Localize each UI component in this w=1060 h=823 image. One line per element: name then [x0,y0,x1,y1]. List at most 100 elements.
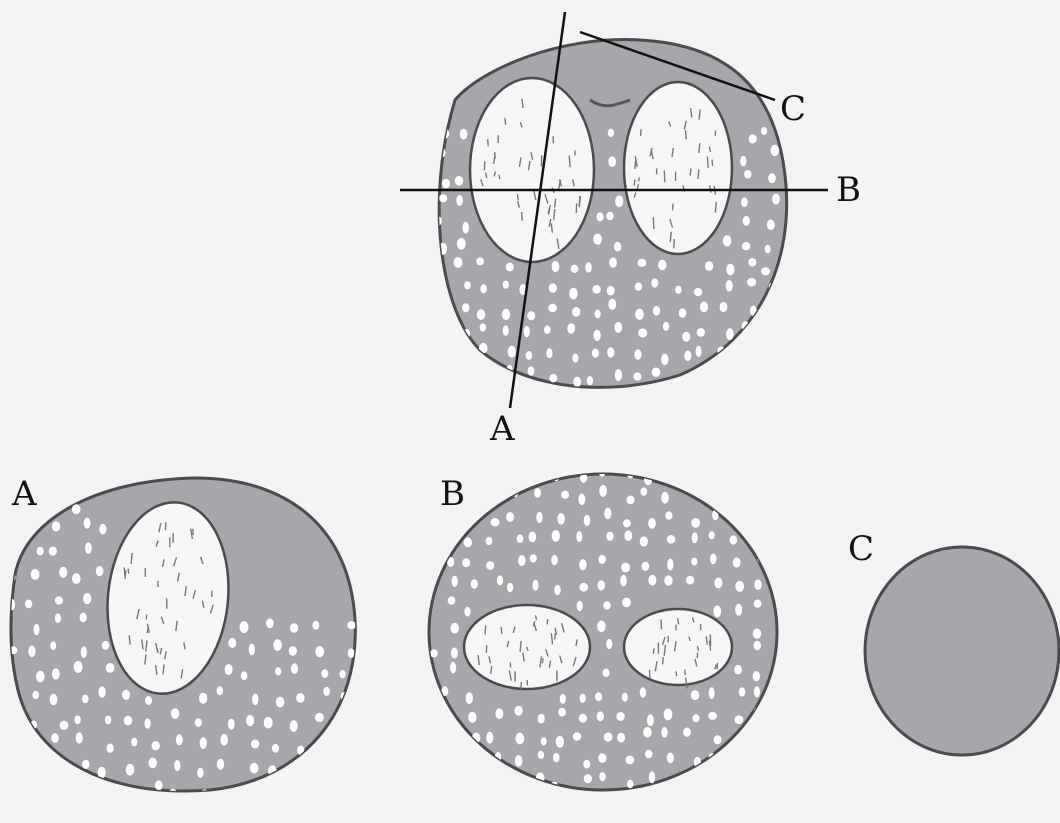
tissue-dot [772,194,780,205]
tissue-dot [771,145,780,156]
tissue-dot [421,622,428,632]
tissue-dot [767,330,775,338]
tissue-dot [220,734,228,746]
tissue-dot [442,179,450,189]
tissue-dot [455,176,464,186]
tissue-dot [8,765,16,774]
tissue-dot [700,365,708,376]
tissue-dot [781,625,790,633]
tissue-dot [273,639,281,651]
section-b-label: B [440,474,465,514]
tissue-dot [527,311,535,320]
tissue-dot [627,780,633,789]
tissue-dot [635,309,644,320]
tissue-dot [577,601,583,611]
tissue-dot [431,279,440,290]
tissue-dot [72,573,81,584]
tissue-dot [477,309,486,320]
tissue-dot [450,623,459,634]
tissue-dot [634,349,641,359]
tissue-dot [572,307,580,317]
tissue-dot [645,750,653,758]
tissue-dot [692,532,698,543]
tissue-dot [502,309,510,320]
tissue-dot [726,264,734,276]
tissue-dot [551,555,558,565]
tissue-dot [419,465,426,475]
tissue-dot [735,581,744,592]
tissue-dot [747,278,756,287]
tissue-dot [571,265,579,273]
lobe-fiber [653,648,654,653]
lobe-fiber [501,627,502,634]
tissue-dot [99,686,106,697]
tissue-dot [691,518,700,528]
tissue-dot [736,735,744,743]
tissue-dot [711,775,718,784]
tissue-dot [2,667,8,675]
tissue-dot [714,735,722,744]
tissue-dot [624,530,632,541]
tissue-dot [225,664,233,675]
tissue-dot [684,351,691,362]
tissue-dot [441,778,449,786]
lobe-fiber [676,671,677,676]
tissue-dot [606,212,613,220]
tissue-dot [249,644,255,656]
tissue-dot [573,732,581,740]
tissue-dot [323,687,330,696]
whole-view: A B C [400,12,861,449]
tissue-dot [753,671,760,681]
tissue-dot [486,537,493,545]
tissue-dot [473,473,481,484]
tissue-dot [622,598,631,608]
tissue-dot [291,663,298,674]
tissue-dot [579,559,587,570]
lobe-fiber [521,682,522,689]
tissue-dot [217,759,224,770]
tissue-dot [740,156,746,167]
tissue-dot [623,519,631,527]
tissue-dot [691,690,700,700]
tissue-dot [599,485,607,497]
tissue-dot [665,511,672,520]
tissue-dot [643,727,652,738]
tissue-dot [663,322,669,331]
tissue-dot [489,468,496,477]
tissue-dot [78,468,87,480]
tissue-dot [288,792,294,802]
tissue-dot [592,285,600,294]
tissue-dot [579,583,588,592]
tissue-dot [59,495,65,505]
lobe-fiber [663,657,664,665]
tissue-dot [149,758,157,769]
tissue-dot [477,371,486,382]
tissue-dot [84,518,91,529]
tissue-dot [6,541,13,551]
tissue-dot [450,662,456,674]
tissue-dot [597,621,606,633]
tissue-dot [466,692,473,704]
tissue-dot [29,521,35,531]
whole-right-lobe [624,82,732,254]
tissue-dot [51,733,59,743]
tissue-dot [552,530,560,542]
tissue-dot [742,242,751,250]
tissue-dot [753,629,762,639]
tissue-dot [36,671,45,683]
tissue-dot [486,732,493,744]
section-b: B [419,463,790,793]
tissue-dot [648,518,656,529]
tissue-dot [767,219,775,230]
tissue-dot [593,330,600,341]
lobe-fiber [690,169,691,176]
tissue-dot [526,351,533,360]
tissue-dot [152,741,160,750]
section-c: C [848,529,1059,755]
tissue-dot [480,284,486,293]
tissue-dot [106,475,114,485]
tissue-dot [50,641,56,650]
tissue-dot [693,472,700,480]
lobe-fiber [699,143,700,153]
tissue-dot [59,567,67,578]
